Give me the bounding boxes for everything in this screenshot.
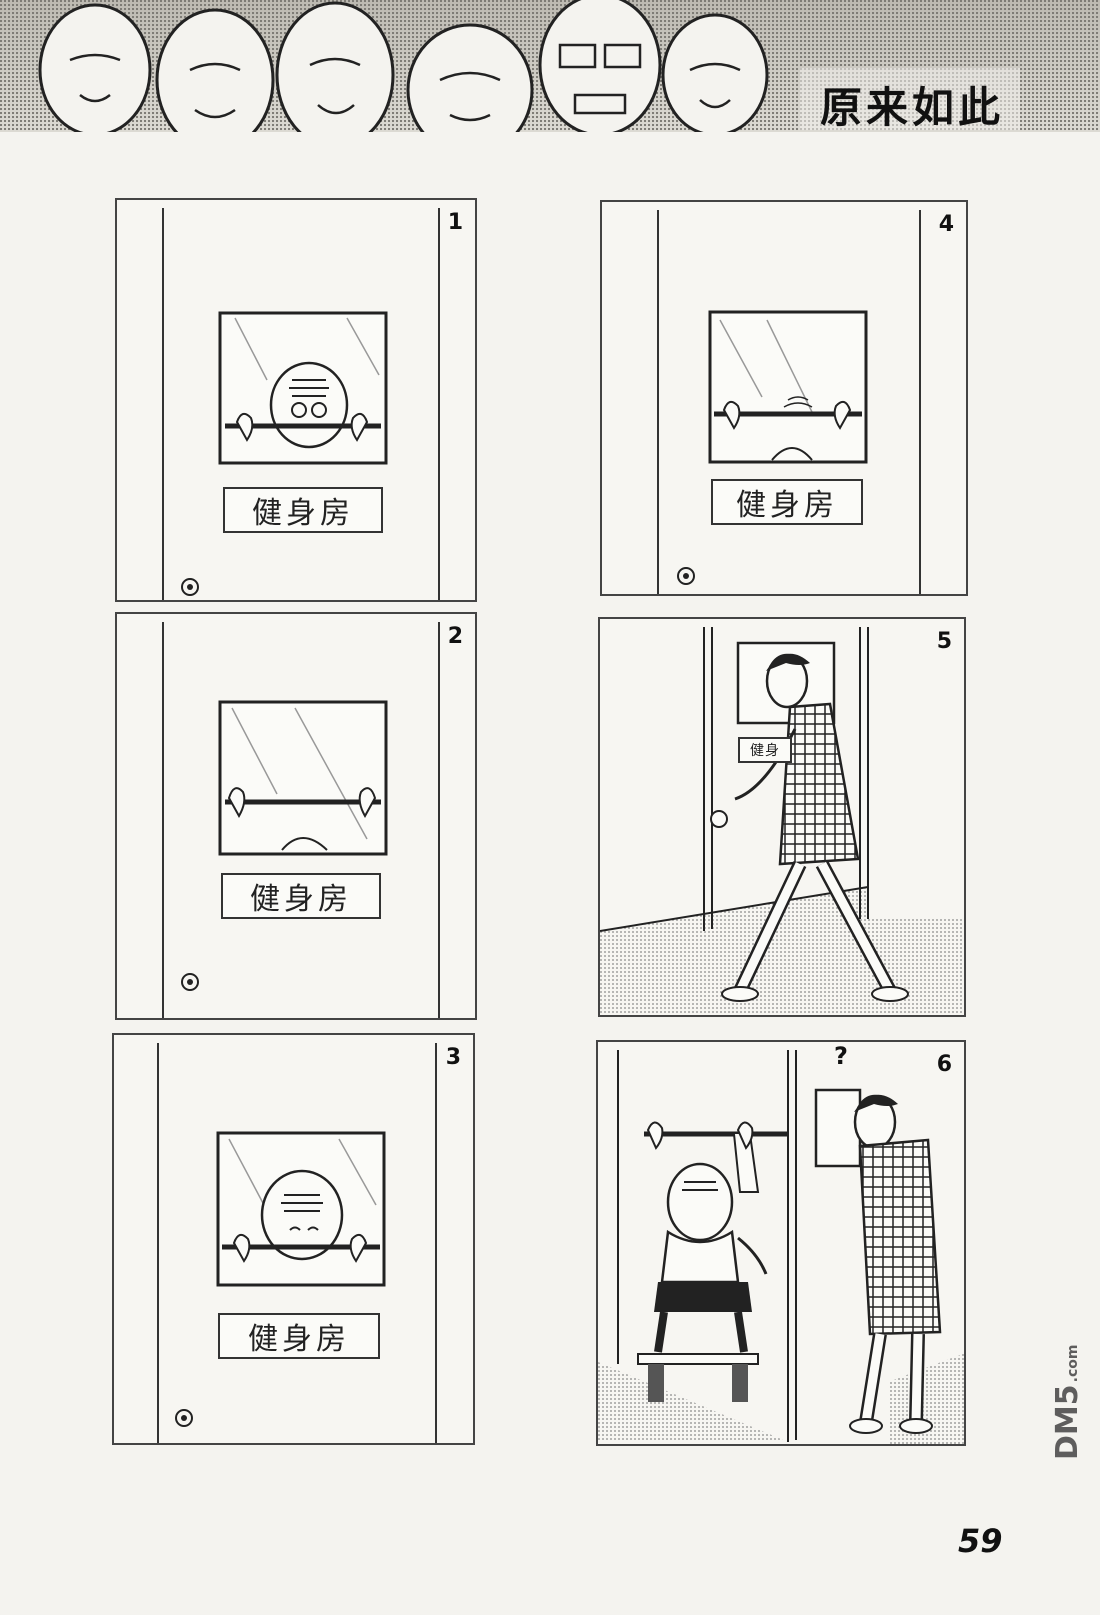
door-illustration xyxy=(157,1043,437,1443)
watermark-logo: DM5 xyxy=(1050,1384,1085,1460)
page-title: 原来如此 xyxy=(819,83,1004,132)
door-illustration xyxy=(162,622,440,1018)
panel-number: 6 xyxy=(936,1052,952,1077)
comic-panel-4: 4 健身房 xyxy=(600,200,968,596)
panel-number: 3 xyxy=(445,1045,461,1070)
site-watermark: DM5.com xyxy=(1050,1345,1085,1460)
comic-panel-2: 2 健身房 xyxy=(115,612,477,1020)
gym-sign: 健身房 xyxy=(711,479,863,525)
gym-sign: 健身房 xyxy=(221,873,381,919)
panel-number: 5 xyxy=(936,629,952,654)
watermark-suffix: .com xyxy=(1065,1344,1081,1383)
header-caricatures-illustration xyxy=(38,0,769,132)
panel-number: 1 xyxy=(447,210,463,235)
question-mark: ? xyxy=(834,1042,848,1070)
comic-panel-5: 5 健身 xyxy=(598,617,966,1017)
gym-sign: 健身房 xyxy=(223,487,383,533)
comic-panel-3: 3 健身房 xyxy=(112,1033,475,1445)
panel-number: 4 xyxy=(938,212,954,237)
comic-panel-1: 1 健身房 xyxy=(115,198,477,602)
door-illustration xyxy=(657,210,921,594)
gym-sign: 健身房 xyxy=(218,1313,380,1359)
gym-sign-partial: 健身 xyxy=(738,737,792,763)
panel-number: 2 xyxy=(447,624,463,649)
comic-panel-6: 6 ? xyxy=(596,1040,966,1446)
gym-surprise-illustration xyxy=(598,1050,964,1444)
header-title-backdrop xyxy=(800,68,1020,130)
page-number: 59 xyxy=(958,1522,1003,1560)
door-illustration xyxy=(162,208,440,600)
page-header: 原来如此 xyxy=(0,0,1100,132)
hallway-walking-man-illustration xyxy=(600,627,964,1015)
